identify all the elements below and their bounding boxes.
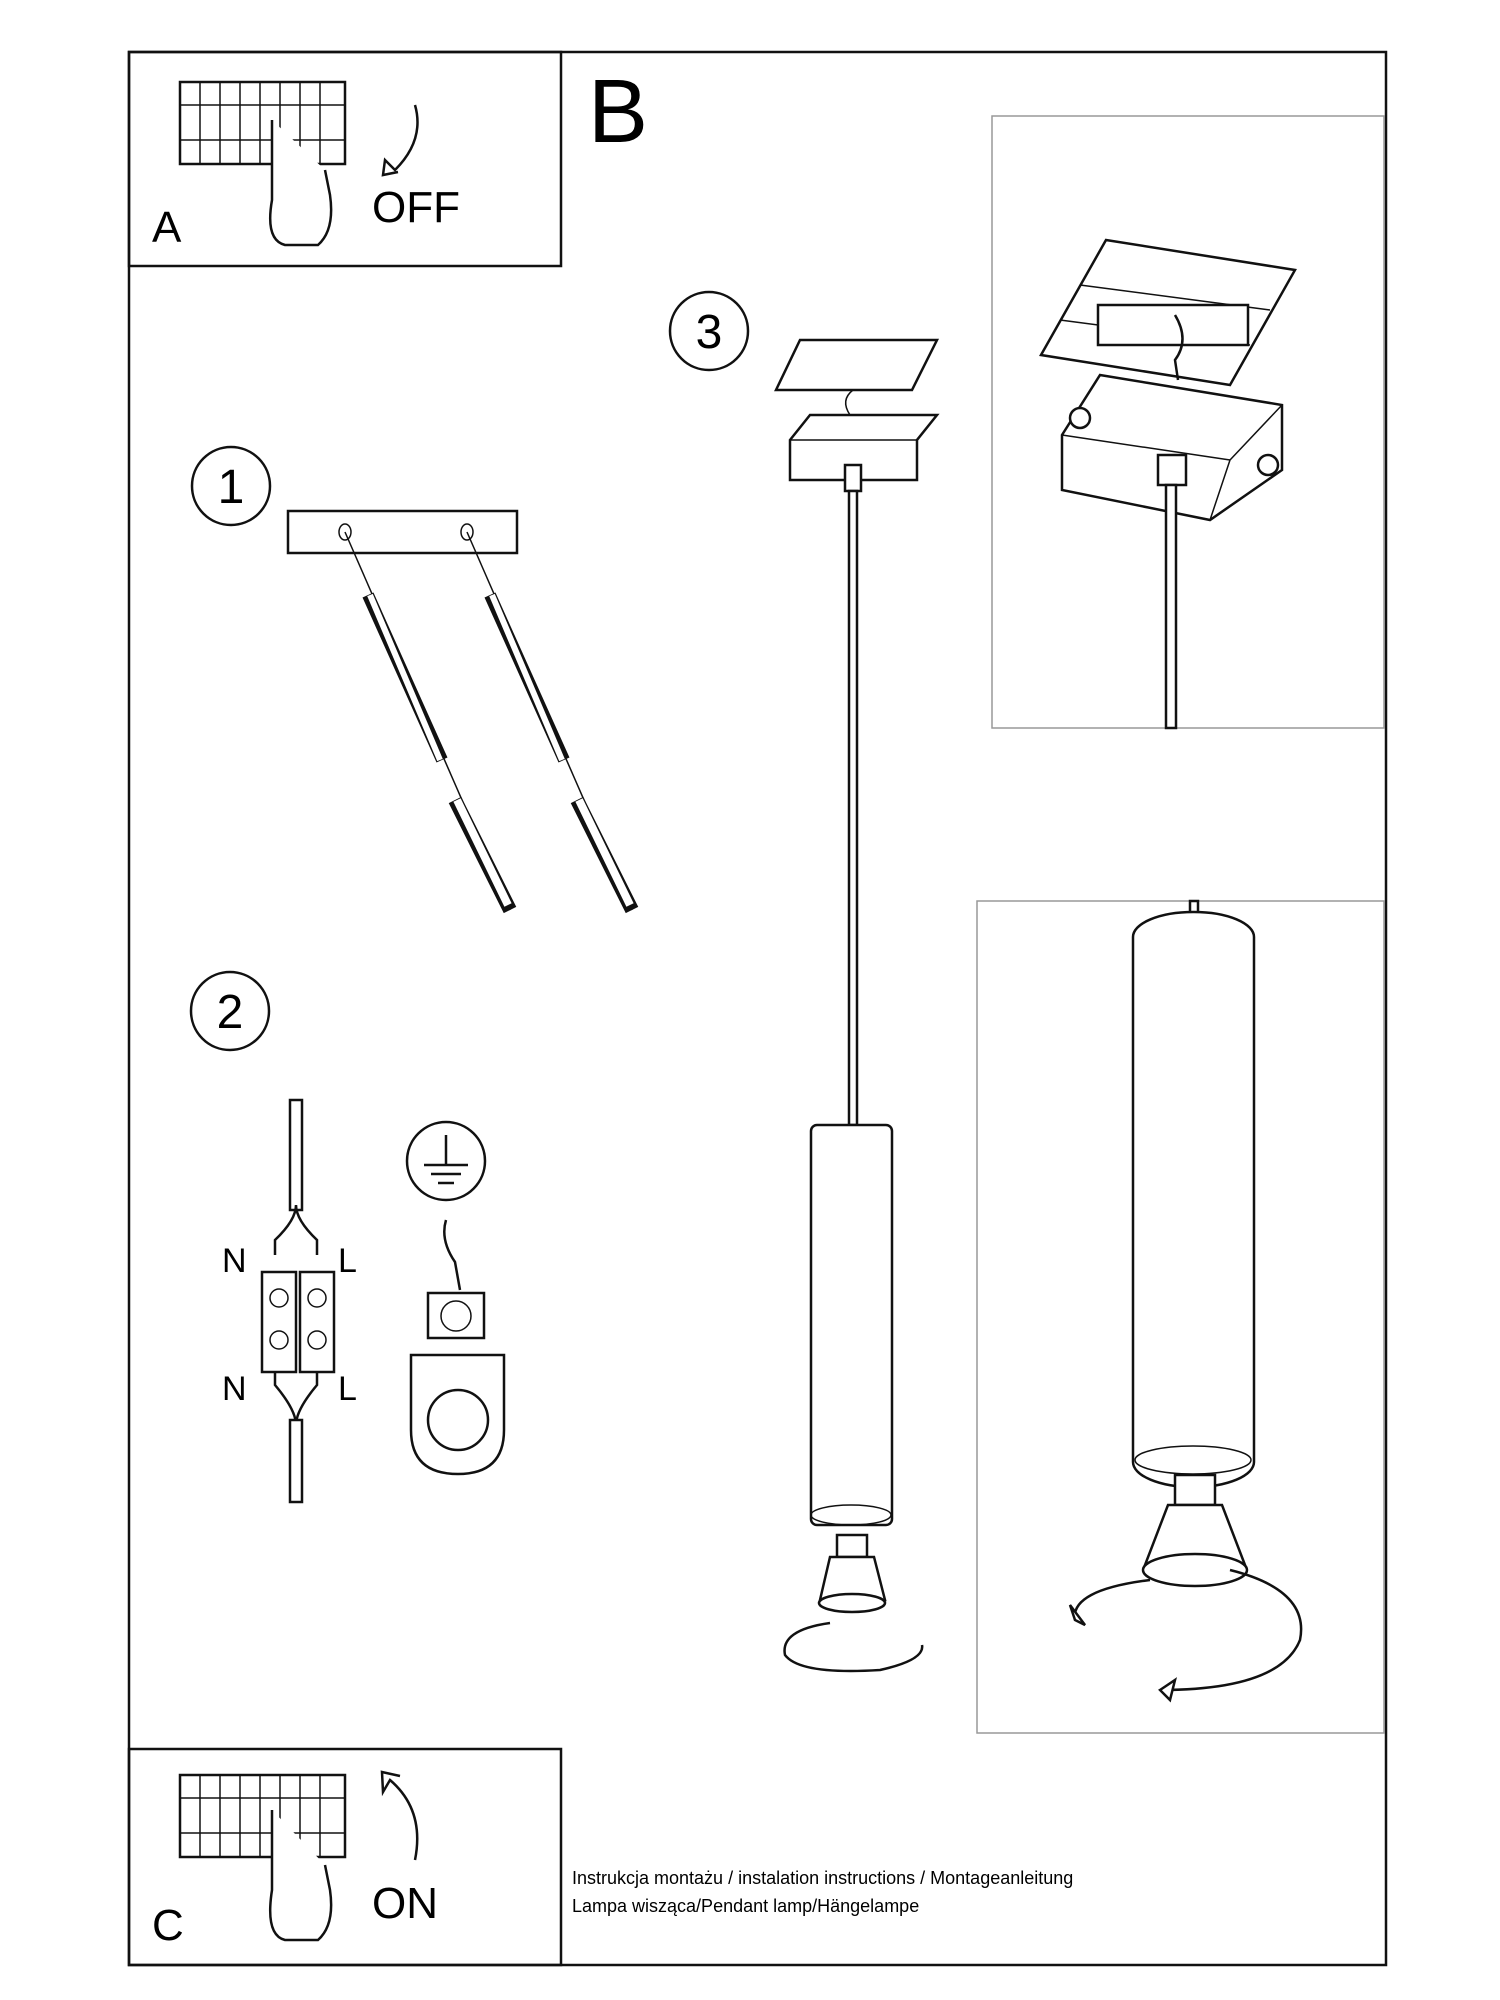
outer-frame xyxy=(127,50,1388,1967)
step-2-number: 2 xyxy=(217,986,244,1039)
circuit-breaker-icon xyxy=(178,1773,347,1859)
on-label: ON xyxy=(372,1879,438,1928)
footer-line-2: Lampa wisząca/Pendant lamp/Hängelampe xyxy=(572,1896,919,1916)
step-3: 3 xyxy=(668,290,940,1673)
wall-plug-icon xyxy=(466,531,639,914)
terminal-block-icon xyxy=(260,1270,336,1374)
circuit-breaker-icon xyxy=(178,80,347,166)
mounting-bar xyxy=(286,509,519,555)
live-label-top: L xyxy=(338,1242,357,1280)
ground-clamp xyxy=(409,1291,506,1476)
neutral-label-top: N xyxy=(222,1242,247,1280)
bulb-icon xyxy=(817,1533,887,1614)
hand-icon xyxy=(268,1810,333,1942)
rotate-arrow-icon xyxy=(783,1621,924,1673)
step-1-number: 1 xyxy=(218,461,245,514)
screw-icon xyxy=(1068,406,1092,430)
neutral-label-bottom: N xyxy=(222,1370,247,1408)
arrow-up-icon xyxy=(380,1770,419,1861)
arrow-down-icon xyxy=(381,104,419,177)
canopy-detail-inset xyxy=(991,115,1385,730)
bulb-detail-inset xyxy=(976,899,1385,1734)
screw-icon xyxy=(1256,453,1280,477)
panel-a: A OFF xyxy=(127,50,563,268)
bulb-icon xyxy=(1141,1473,1249,1588)
panel-c-label: C xyxy=(152,1901,184,1950)
pendant-lamp-icon xyxy=(774,338,940,1673)
live-label-bottom: L xyxy=(338,1370,357,1408)
ground-symbol-icon xyxy=(405,1120,487,1202)
panel-b-label: B xyxy=(588,62,648,162)
hand-icon xyxy=(268,120,333,247)
step-1: 1 xyxy=(190,445,639,914)
panel-a-label: A xyxy=(152,203,182,252)
screw-icon xyxy=(344,531,517,914)
off-label: OFF xyxy=(372,183,460,232)
panel-c: C ON xyxy=(127,1747,563,1967)
rotate-arrow-icon xyxy=(1073,1568,1303,1692)
step-2: 2 N L N L xyxy=(189,970,506,1504)
footer-line-1: Instrukcja montażu / instalation instruc… xyxy=(572,1868,1073,1888)
step-3-number: 3 xyxy=(696,306,723,359)
